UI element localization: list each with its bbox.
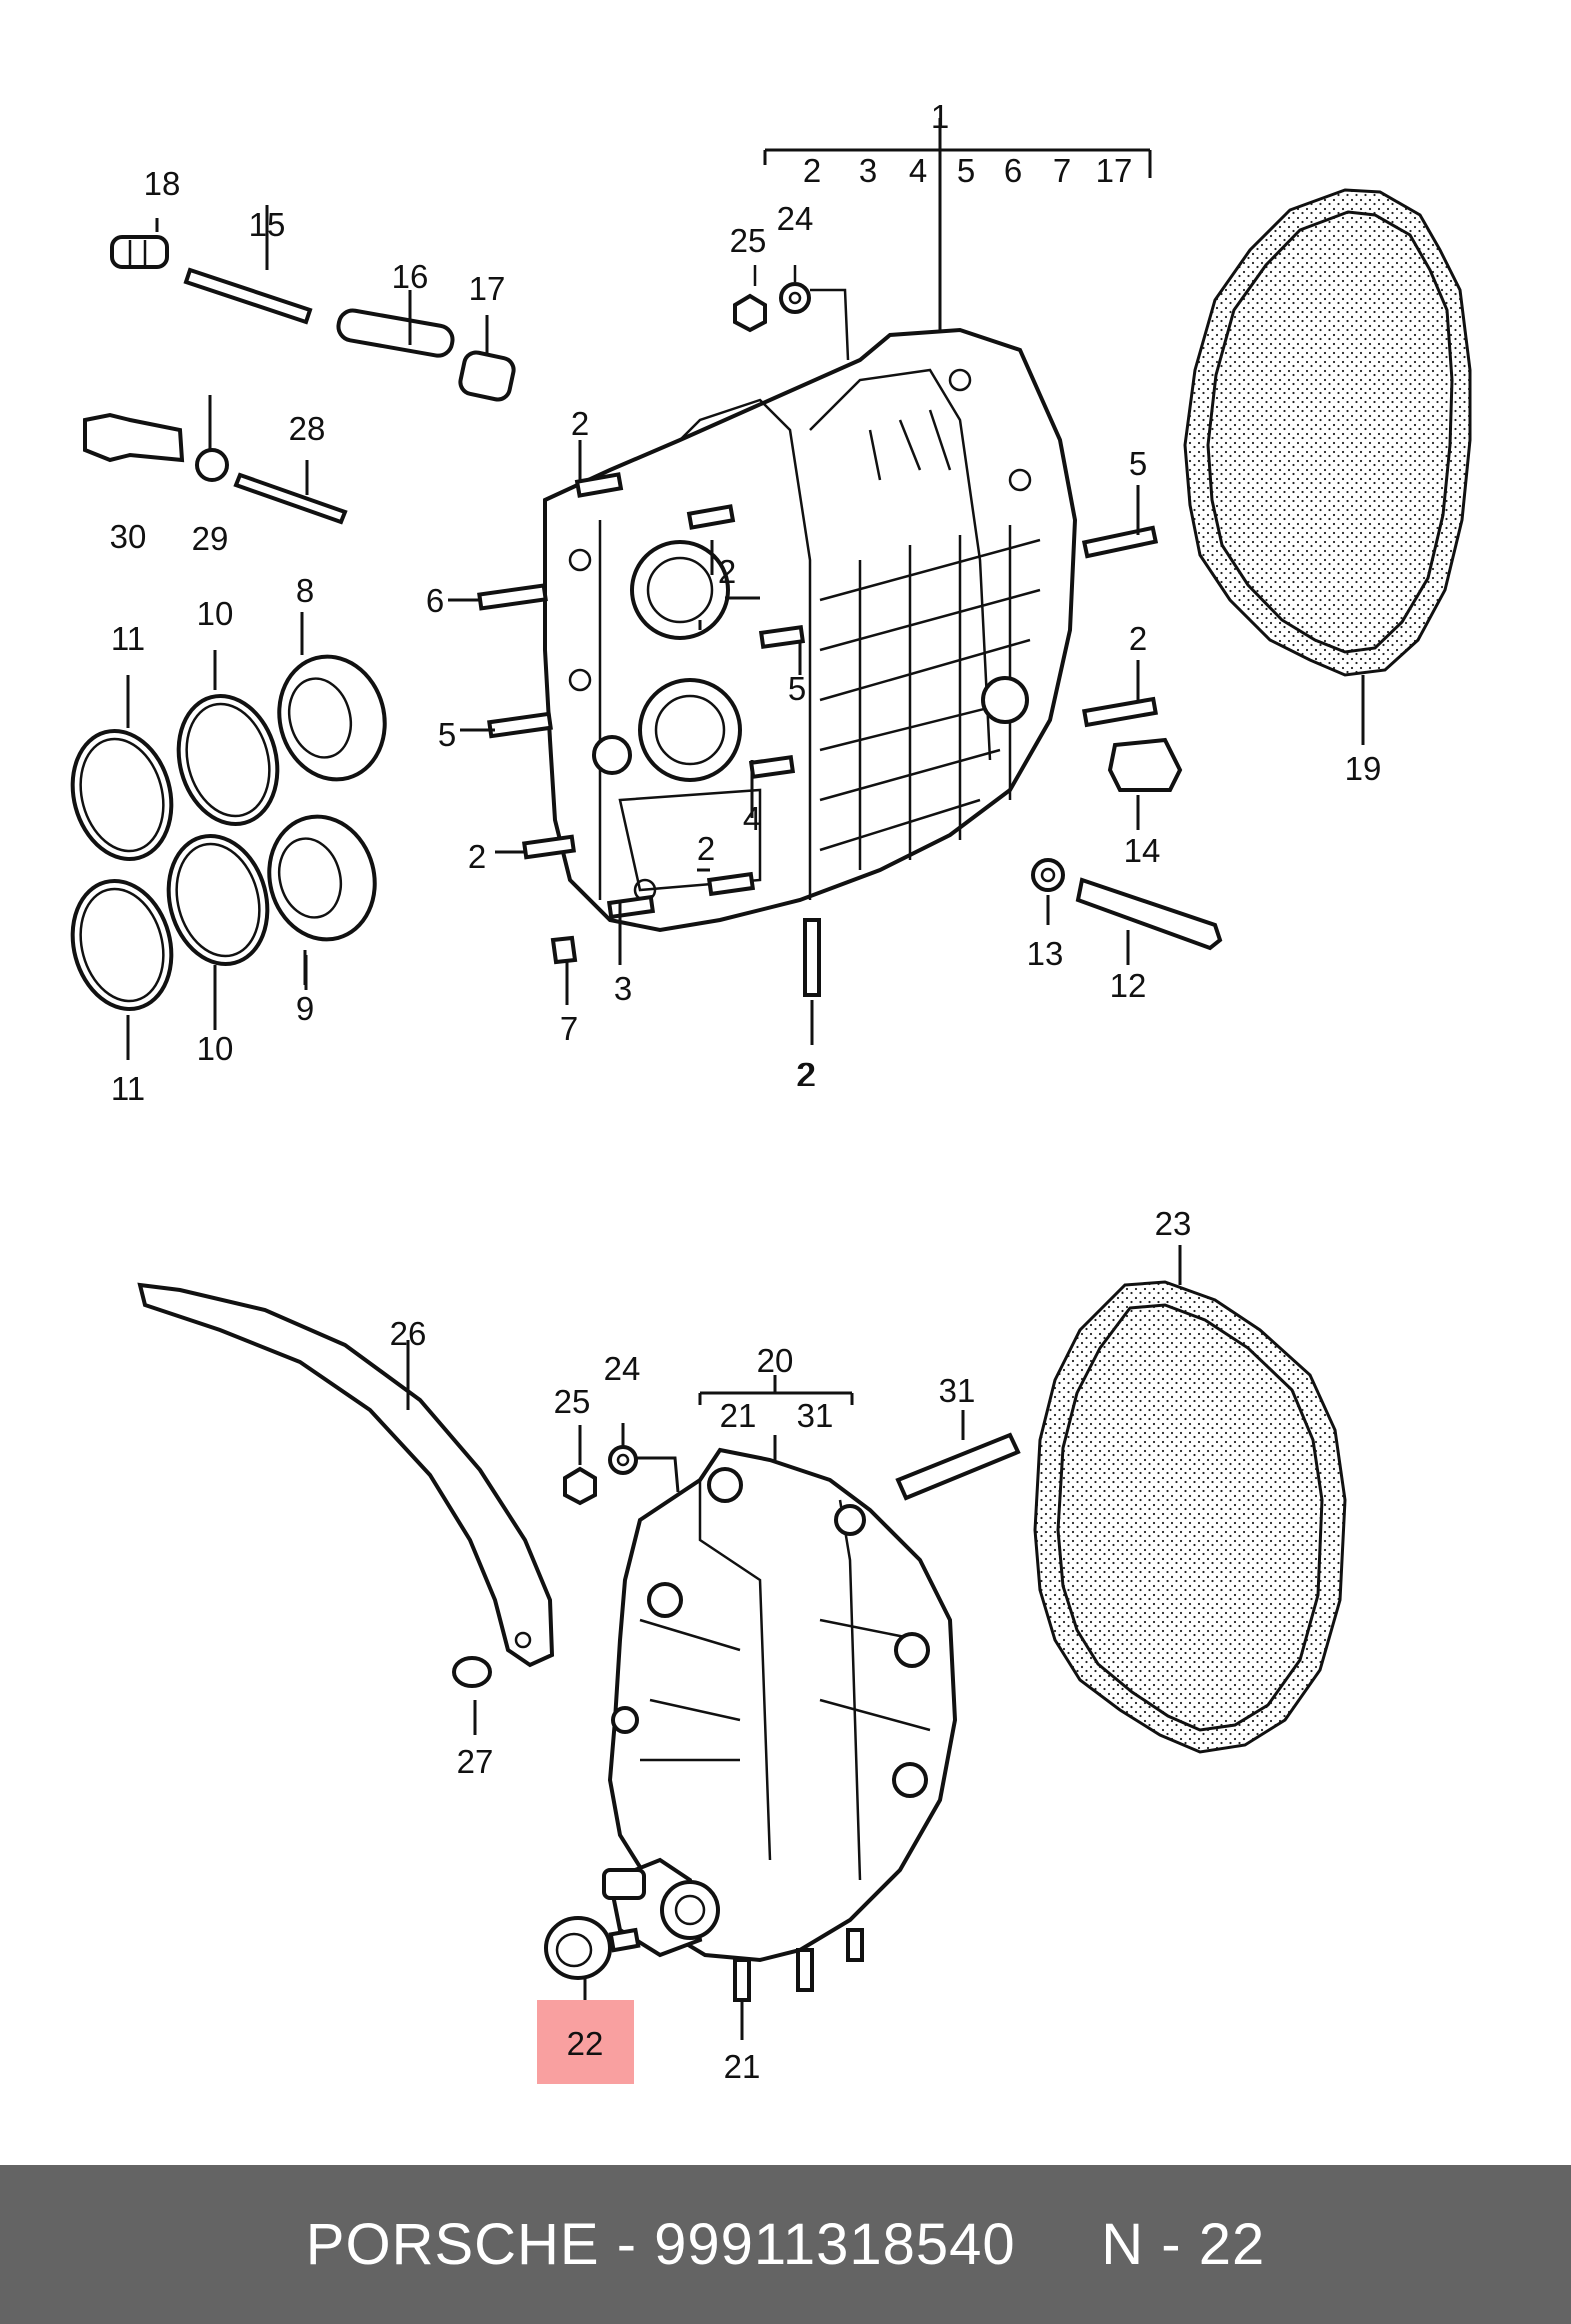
label-24-bottom: 24 (604, 1350, 641, 1387)
label-9: 9 (296, 990, 314, 1027)
plugs-and-shaft (550, 737, 1223, 965)
label-2-g: 2 (796, 1056, 814, 1093)
label-19: 19 (1345, 750, 1382, 787)
nut-washer-top (733, 265, 850, 361)
label-27: 27 (457, 1743, 494, 1780)
part-1-bracket (763, 118, 1152, 330)
gearbox-housing (543, 327, 1078, 933)
label-28: 28 (289, 410, 326, 447)
rings-and-seals (70, 654, 387, 1012)
footer-gap (1016, 2211, 1102, 2278)
label-23: 23 (1155, 1205, 1192, 1242)
leader-lines-bottom (406, 1245, 1182, 2040)
label-1-sub-17: 17 (1096, 152, 1133, 189)
label-11-bottom: 11 (111, 1070, 145, 1107)
label-24-top: 24 (777, 200, 814, 237)
label-25-bottom: 25 (554, 1383, 591, 1420)
small-parts-row1 (110, 235, 516, 402)
label-13: 13 (1027, 935, 1064, 972)
label-1-sub-3: 3 (859, 152, 877, 189)
label-20-sub-31: 31 (797, 1397, 834, 1434)
label-17: 17 (469, 270, 506, 307)
label-21: 21 (724, 2048, 761, 2085)
label-26: 26 (390, 1315, 427, 1352)
separator: - (599, 2212, 655, 2277)
label-18: 18 (144, 165, 181, 202)
label-5-c: 5 (788, 670, 806, 707)
small-parts-row2 (83, 412, 348, 525)
label-1-sub-2: 2 (803, 152, 821, 189)
label-2-d: 2 (468, 838, 486, 875)
label-22: 22 (567, 2025, 604, 2062)
callout-labels: 1 2 3 4 5 6 7 17 18 15 16 17 25 24 28 30… (110, 98, 1382, 2085)
label-12: 12 (1110, 967, 1147, 1004)
footer-bar: PORSCHE - 99911318540 N - 22 (0, 2165, 1571, 2324)
gasket-19 (1183, 188, 1472, 677)
label-11-top: 11 (111, 620, 145, 657)
label-2-a: 2 (571, 405, 589, 442)
label-1-sub-5: 5 (957, 152, 975, 189)
label-1-sub-6: 6 (1004, 152, 1022, 189)
part-number: 99911318540 (654, 2212, 1016, 2277)
label-6: 6 (426, 582, 444, 619)
label-25-top: 25 (730, 222, 767, 259)
label-2-f: 2 (798, 1056, 816, 1093)
label-1-sub-7: 7 (1053, 152, 1071, 189)
label-10-top: 10 (197, 595, 234, 632)
label-15: 15 (249, 206, 286, 243)
seal-22-and-studs (544, 1916, 864, 2002)
highlight-box-22 (537, 2000, 634, 2084)
label-2-c: 2 (1129, 620, 1147, 657)
label-1-sub-4: 4 (909, 152, 927, 189)
label-5-a: 5 (1129, 445, 1147, 482)
strap-26 (137, 1282, 555, 1668)
leader-lines-top (126, 205, 1365, 1060)
page-reference: N - 22 (1101, 2212, 1266, 2277)
label-1: 1 (931, 98, 949, 135)
label-2-b: 2 (718, 553, 736, 590)
label-8: 8 (296, 572, 314, 609)
diagram-svg: 1 2 3 4 5 6 7 17 18 15 16 17 25 24 28 30… (70, 98, 1472, 2085)
part-20-bracket (698, 1375, 854, 1460)
label-3: 3 (614, 970, 632, 1007)
label-16: 16 (392, 258, 429, 295)
label-14: 14 (1124, 832, 1161, 869)
label-30: 30 (110, 518, 147, 555)
label-20: 20 (757, 1342, 794, 1379)
label-31: 31 (939, 1372, 976, 1409)
label-4: 4 (743, 800, 761, 837)
label-2-e: 2 (697, 830, 715, 867)
washer-27 (452, 1656, 492, 1688)
exploded-parts-diagram: 1 2 3 4 5 6 7 17 18 15 16 17 25 24 28 30… (70, 98, 1472, 2085)
brand-name: PORSCHE (305, 2212, 600, 2277)
label-5-b: 5 (438, 716, 456, 753)
label-10-bottom: 10 (197, 1030, 234, 1067)
label-29: 29 (192, 520, 229, 557)
label-20-sub-21: 21 (720, 1397, 757, 1434)
label-7: 7 (560, 1010, 578, 1047)
cover-housing (602, 1447, 958, 1963)
gasket-23 (1033, 1280, 1347, 1754)
